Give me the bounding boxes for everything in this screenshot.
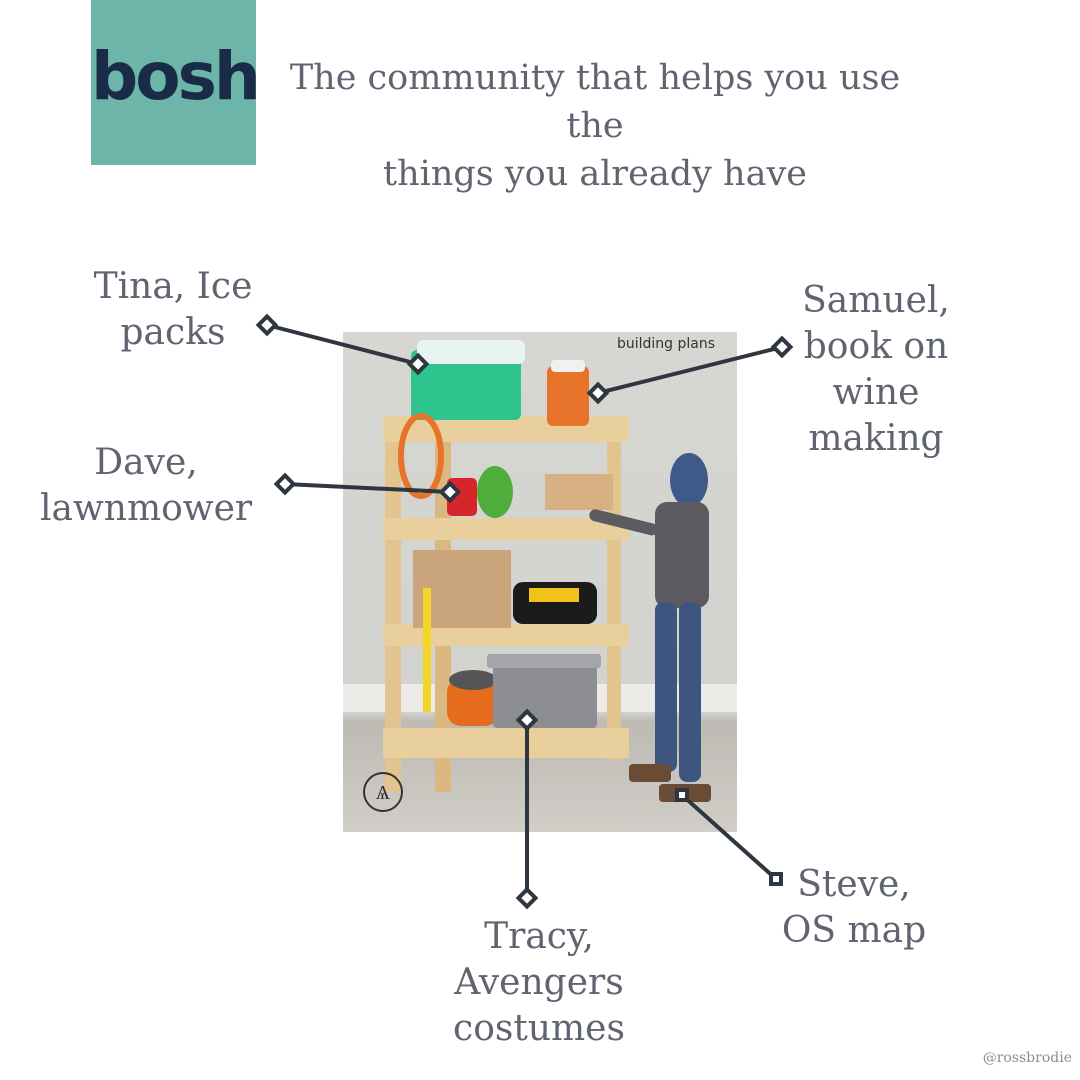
samuel-target-marker xyxy=(586,381,610,405)
shelf-photo: building plans Ѧ xyxy=(343,332,737,832)
label-dave: Dave, lawnmower xyxy=(40,440,252,532)
dave-target-marker xyxy=(438,480,462,504)
tagline-line-1: The community that helps you use the xyxy=(289,58,901,146)
label-dave-line-2: lawnmower xyxy=(40,488,253,529)
ana-white-mark: Ѧ xyxy=(363,772,403,812)
steve-target-marker xyxy=(675,788,689,802)
label-tracy: Tracy, Avengers costumes xyxy=(440,914,638,1052)
label-steve-line-2: OS map xyxy=(781,910,927,951)
tagline: The community that helps you use the thi… xyxy=(262,54,928,198)
tracy-target-marker xyxy=(515,708,539,732)
tracy-end-marker xyxy=(515,886,539,910)
label-tracy-line-2: Avengers xyxy=(454,962,624,1003)
tina-end-marker xyxy=(255,313,279,337)
label-samuel-line-3: wine xyxy=(832,372,920,413)
label-tracy-line-1: Tracy, xyxy=(484,916,594,957)
dave-connector-line xyxy=(283,482,452,494)
samuel-end-marker xyxy=(770,335,794,359)
label-tracy-line-3: costumes xyxy=(453,1008,625,1049)
shelf-illustration xyxy=(343,340,737,802)
author-credit: @rossbrodie xyxy=(982,1050,1072,1066)
label-samuel-line-1: Samuel, xyxy=(802,280,950,321)
label-steve: Steve, OS map xyxy=(780,862,928,954)
label-tina-line-1: Tina, Ice xyxy=(93,266,253,307)
label-samuel-line-4: making xyxy=(808,418,944,459)
tina-connector-line xyxy=(265,323,420,366)
label-tina: Tina, Ice packs xyxy=(92,264,254,356)
photo-caption: building plans xyxy=(616,336,715,352)
bosh-logo: bosh xyxy=(91,0,261,165)
steve-end-marker xyxy=(769,872,783,886)
label-tina-line-2: packs xyxy=(120,312,226,353)
label-steve-line-1: Steve, xyxy=(797,864,911,905)
label-dave-line-1: Dave, xyxy=(94,442,198,483)
steve-connector-line xyxy=(680,793,778,881)
tina-target-marker xyxy=(406,352,430,376)
tagline-line-2: things you already have xyxy=(383,154,807,194)
dave-end-marker xyxy=(273,472,297,496)
samuel-connector-line xyxy=(596,345,784,395)
bosh-logo-text: bosh xyxy=(91,38,261,115)
label-samuel-line-2: book on xyxy=(803,326,949,367)
label-samuel: Samuel, book on wine making xyxy=(795,278,957,462)
